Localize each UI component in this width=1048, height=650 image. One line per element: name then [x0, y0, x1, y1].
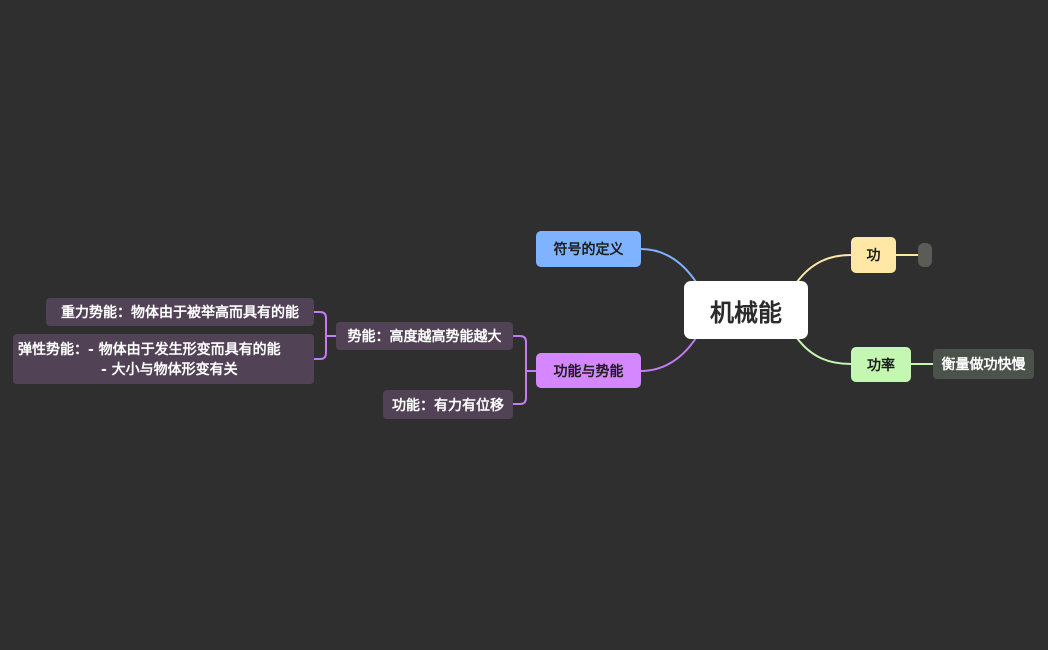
node-work-speed[interactable]: 衡量做功快慢: [933, 349, 1034, 379]
root-node[interactable]: 机械能: [684, 281, 808, 339]
link-pe-gravitational: [314, 311, 336, 337]
node-symbol-definition[interactable]: 符号的定义: [536, 231, 641, 267]
node-kinetic-potential[interactable]: 功能与势能: [536, 353, 641, 388]
node-work[interactable]: 功: [851, 237, 896, 273]
elastic-potential-line1: 弹性势能：- 物体由于发生形变而具有的能: [18, 342, 281, 358]
node-gravitational-potential[interactable]: 重力势能：物体由于被举高而具有的能: [46, 298, 314, 326]
link-root-kp: [640, 337, 697, 372]
elastic-potential-line2: - 大小与物体形变有关: [101, 362, 238, 378]
node-kinetic-energy[interactable]: 功能：有力有位移: [383, 390, 513, 419]
node-power[interactable]: 功率: [851, 347, 911, 382]
node-potential-energy[interactable]: 势能：高度越高势能越大: [336, 322, 513, 350]
link-kp-kinetic: [513, 371, 527, 405]
link-root-power: [796, 337, 852, 365]
node-work-empty-child[interactable]: [918, 243, 932, 267]
link-pe-elastic: [314, 336, 327, 360]
link-root-definition: [640, 248, 697, 283]
link-root-work: [796, 254, 852, 283]
node-elastic-potential[interactable]: 弹性势能：- 物体由于发生形变而具有的能 - 大小与物体形变有关: [13, 334, 314, 384]
link-kp-potential: [513, 335, 536, 372]
